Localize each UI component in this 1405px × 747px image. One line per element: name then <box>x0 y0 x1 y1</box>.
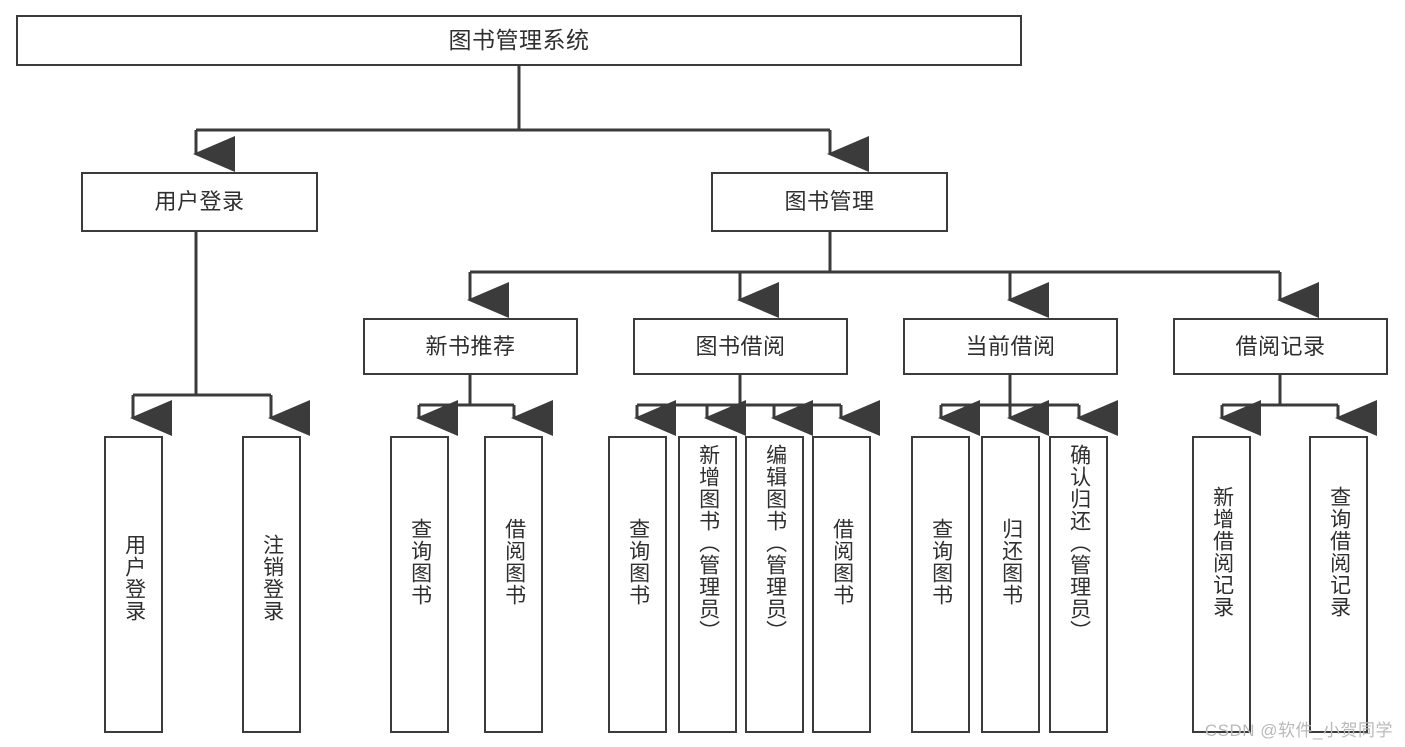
node-label: 查询图书 <box>626 518 650 606</box>
node-label: 图书管理 <box>784 189 875 215</box>
leaf-edit-book-admin[interactable]: 编辑图书（管理员） <box>745 436 804 733</box>
node-label: 编辑图书（管理员） <box>763 444 787 642</box>
leaf-borrow-book[interactable]: 借阅图书 <box>812 436 871 733</box>
leaf-add-borrow-record[interactable]: 新增借阅记录 <box>1192 436 1251 733</box>
node-label: 查询借阅记录 <box>1327 486 1351 618</box>
node-label: 用户登录 <box>122 534 146 622</box>
node-label: 查询图书 <box>408 518 432 606</box>
node-new-book-recommend[interactable]: 新书推荐 <box>363 318 578 375</box>
leaf-confirm-return-admin[interactable]: 确认归还（管理员） <box>1049 436 1108 733</box>
node-label: 借阅图书 <box>830 518 854 606</box>
node-label: 归还图书 <box>999 518 1023 606</box>
leaf-borrow-book-recommend[interactable]: 借阅图书 <box>484 436 543 733</box>
node-label: 新书推荐 <box>425 333 516 359</box>
node-label: 注销登录 <box>260 534 284 622</box>
node-label: 图书借阅 <box>695 333 786 359</box>
node-label: 借阅记录 <box>1235 333 1326 359</box>
leaf-logout[interactable]: 注销登录 <box>242 436 301 733</box>
leaf-query-book-borrow[interactable]: 查询图书 <box>608 436 667 733</box>
node-book-management[interactable]: 图书管理 <box>711 172 948 232</box>
node-root-book-management-system[interactable]: 图书管理系统 <box>16 15 1022 66</box>
node-label: 用户登录 <box>154 189 245 215</box>
node-user-login[interactable]: 用户登录 <box>81 172 318 232</box>
node-label: 新增图书（管理员） <box>696 444 720 642</box>
watermark-text: CSDN @软件_小贺同学 <box>1204 721 1393 740</box>
node-label: 查询图书 <box>929 518 953 606</box>
node-label: 当前借阅 <box>965 333 1056 359</box>
leaf-query-book-current[interactable]: 查询图书 <box>911 436 970 733</box>
leaf-add-book-admin[interactable]: 新增图书（管理员） <box>678 436 737 733</box>
node-label: 确认归还（管理员） <box>1067 444 1091 642</box>
leaf-user-login[interactable]: 用户登录 <box>104 436 163 733</box>
leaf-query-book-recommend[interactable]: 查询图书 <box>390 436 449 733</box>
node-label: 新增借阅记录 <box>1210 486 1234 618</box>
leaf-return-book[interactable]: 归还图书 <box>981 436 1040 733</box>
node-label: 图书管理系统 <box>448 27 590 54</box>
node-borrow-record[interactable]: 借阅记录 <box>1173 318 1388 375</box>
leaf-query-borrow-record[interactable]: 查询借阅记录 <box>1309 436 1368 733</box>
node-current-borrow[interactable]: 当前借阅 <box>903 318 1118 375</box>
node-label: 借阅图书 <box>502 518 526 606</box>
node-book-borrow[interactable]: 图书借阅 <box>633 318 848 375</box>
